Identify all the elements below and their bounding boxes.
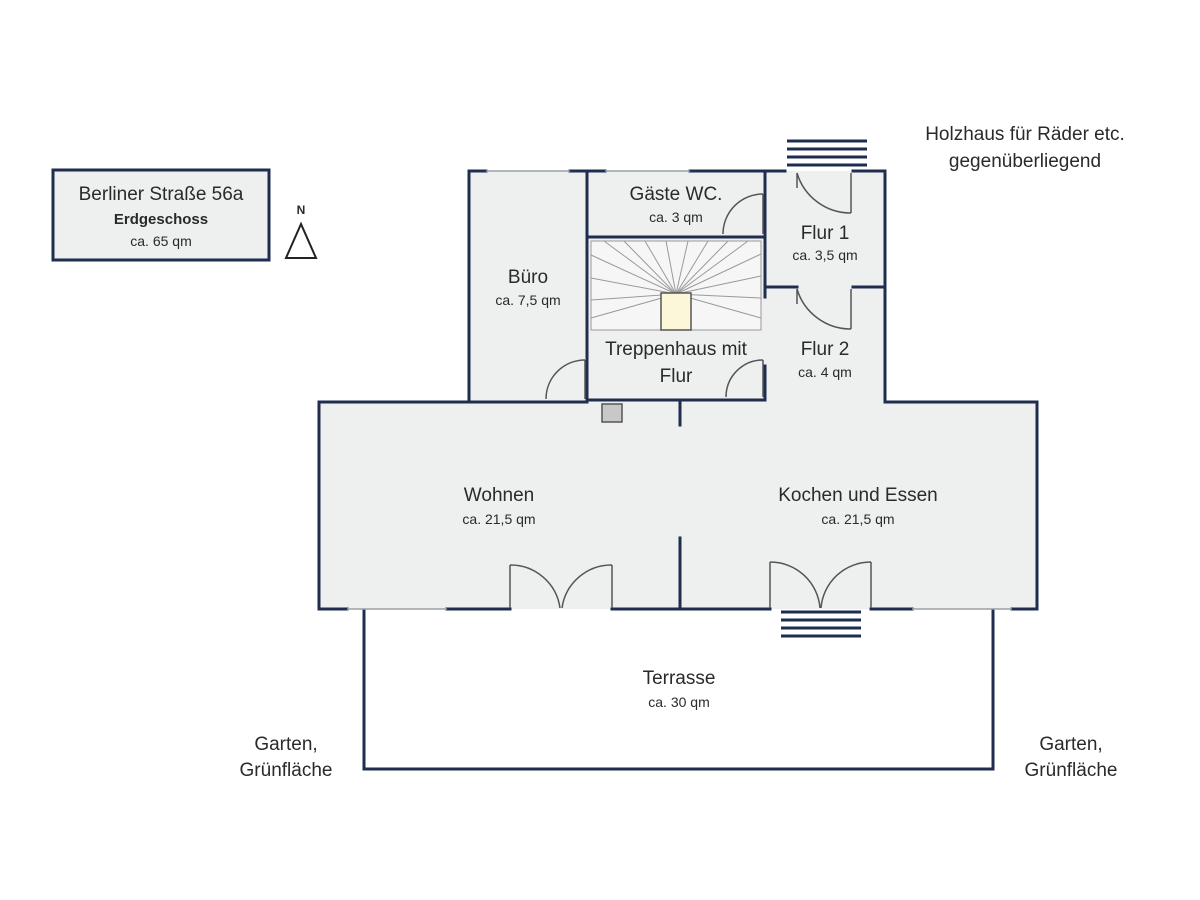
stairwell-name-line2: Flur bbox=[660, 366, 693, 387]
chimney bbox=[601, 403, 623, 423]
garden-left-line1: Garten, bbox=[254, 734, 317, 755]
kitchen-name: Kochen und Essen bbox=[778, 485, 938, 506]
office-name: Büro bbox=[508, 267, 548, 288]
hall2-area: ca. 4 qm bbox=[798, 364, 852, 380]
staircase bbox=[590, 240, 762, 331]
guest-wc-name: Gäste WC. bbox=[630, 184, 723, 205]
north-label: N bbox=[297, 203, 306, 217]
guest-wc-area: ca. 3 qm bbox=[649, 209, 703, 225]
terrace-area: ca. 30 qm bbox=[648, 694, 709, 710]
office-area: ca. 7,5 qm bbox=[495, 292, 560, 308]
living-area: ca. 21,5 qm bbox=[462, 511, 535, 527]
total-area-text: ca. 65 qm bbox=[130, 233, 191, 249]
hall1-area: ca. 3,5 qm bbox=[792, 247, 857, 263]
garden-right-line2: Grünfläche bbox=[1025, 760, 1118, 781]
hall1-name: Flur 1 bbox=[801, 223, 850, 244]
living-name: Wohnen bbox=[464, 485, 534, 506]
north-arrow-icon: N bbox=[284, 203, 318, 259]
kitchen-floor bbox=[680, 402, 1037, 609]
living-floor bbox=[319, 402, 680, 609]
stair-opening bbox=[660, 292, 692, 331]
shed-note-line2: gegenüberliegend bbox=[949, 151, 1101, 172]
hall2-name: Flur 2 bbox=[801, 339, 850, 360]
terrace-name: Terrasse bbox=[643, 668, 716, 689]
stairwell-name-line1: Treppenhaus mit bbox=[605, 339, 748, 360]
guest-wc-floor bbox=[587, 171, 765, 237]
windows bbox=[347, 170, 1012, 610]
terrace-steps bbox=[781, 610, 861, 638]
doors bbox=[509, 172, 872, 609]
garden-right-line1: Garten, bbox=[1039, 734, 1102, 755]
kitchen-area: ca. 21,5 qm bbox=[821, 511, 894, 527]
hall2-floor bbox=[765, 287, 885, 402]
hall1-floor bbox=[765, 171, 885, 287]
room-floors bbox=[319, 171, 1037, 609]
address-text: Berliner Straße 56a bbox=[79, 184, 244, 205]
shed-note-line1: Holzhaus für Räder etc. bbox=[925, 124, 1125, 145]
entrance-steps-top bbox=[787, 139, 867, 167]
walls bbox=[317, 169, 1039, 771]
garden-left-line2: Grünfläche bbox=[240, 760, 333, 781]
floor-text: Erdgeschoss bbox=[114, 211, 208, 228]
info-box: Berliner Straße 56a Erdgeschoss ca. 65 q… bbox=[51, 168, 271, 262]
